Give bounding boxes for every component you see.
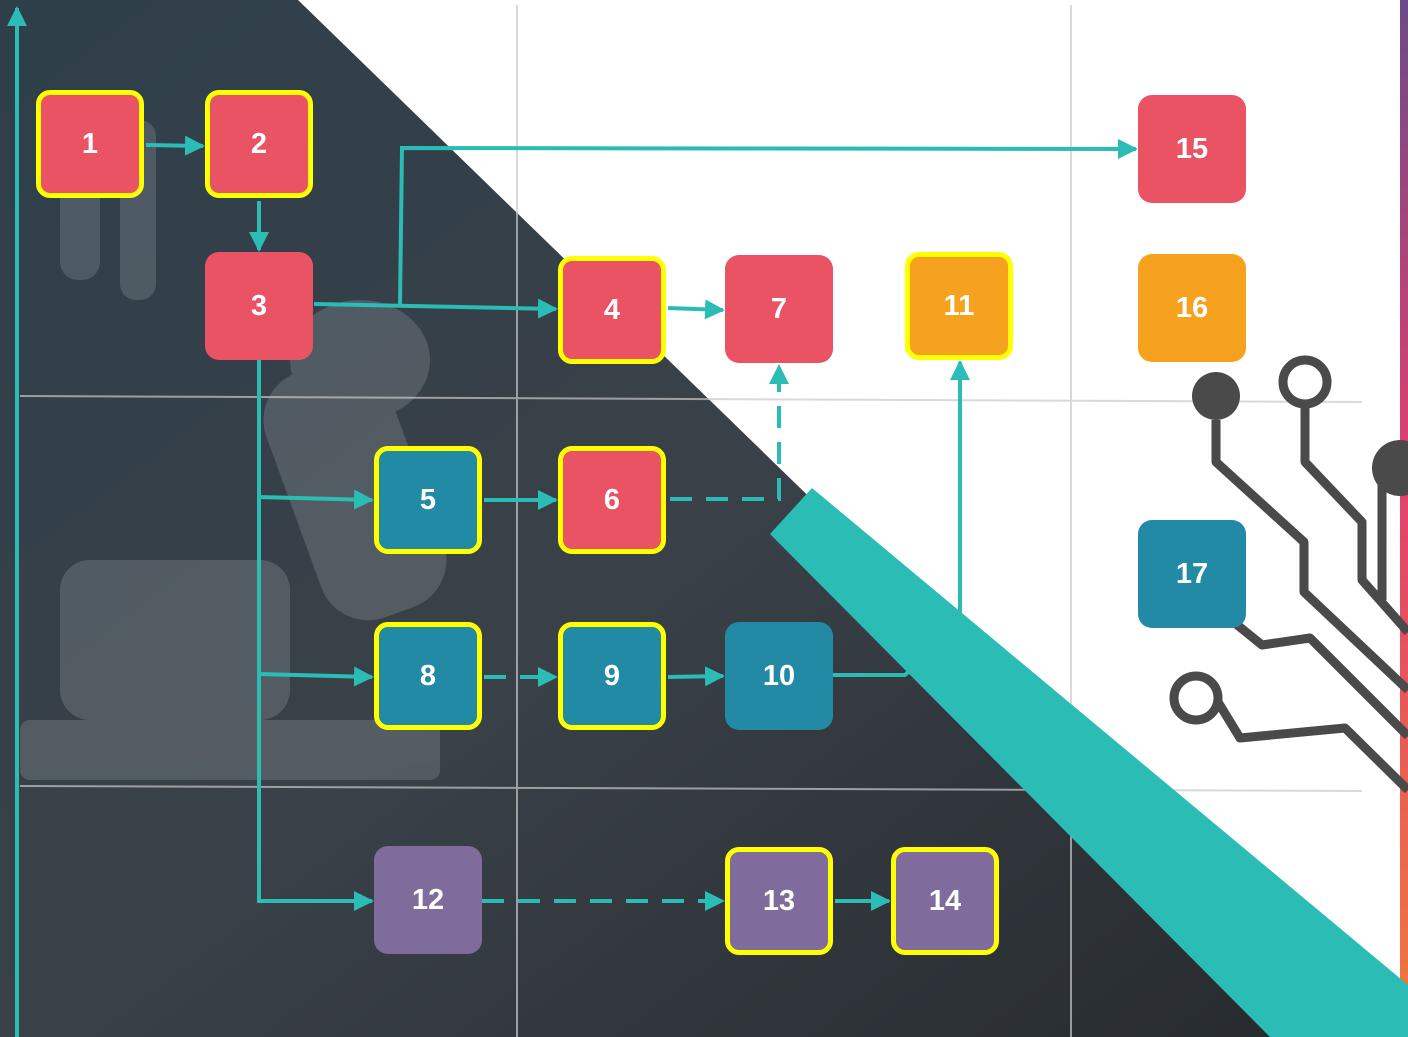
connector-9-to-10 <box>667 666 725 687</box>
node-8: 8 <box>374 622 482 730</box>
node-2-label: 2 <box>250 127 268 160</box>
node-1: 1 <box>36 90 144 198</box>
node-10: 10 <box>725 622 833 730</box>
node-4: 4 <box>558 256 666 364</box>
right-edge-strip <box>1400 0 1408 1037</box>
node-9: 9 <box>558 622 666 730</box>
node-3: 3 <box>205 252 313 360</box>
node-12: 12 <box>374 846 482 954</box>
node-13-label: 13 <box>762 884 796 917</box>
connector-3-to-4 <box>313 298 558 319</box>
connector-3-to-12 <box>257 674 374 911</box>
teal-diagonal-band <box>770 488 1408 1037</box>
connector-6-to-7 <box>670 364 789 501</box>
node-12-label: 12 <box>411 883 445 916</box>
node-1-label: 1 <box>81 127 99 160</box>
node-4-label: 4 <box>603 293 621 326</box>
connector-3-to-15 <box>398 138 1138 305</box>
node-5: 5 <box>374 446 482 554</box>
node-14-label: 14 <box>928 884 962 917</box>
node-16-label: 16 <box>1175 291 1209 324</box>
node-11: 11 <box>905 252 1013 360</box>
node-7: 7 <box>725 255 833 363</box>
node-10-label: 10 <box>762 659 796 692</box>
node-15: 15 <box>1138 95 1246 203</box>
node-6-label: 6 <box>603 483 621 516</box>
node-3-label: 3 <box>250 289 268 322</box>
node-7-label: 7 <box>770 292 788 325</box>
node-16: 16 <box>1138 254 1246 362</box>
node-6: 6 <box>558 446 666 554</box>
node-13: 13 <box>725 847 833 955</box>
connector-4-to-7 <box>667 299 725 320</box>
node-17-label: 17 <box>1175 557 1209 590</box>
node-2: 2 <box>205 90 313 198</box>
node-5-label: 5 <box>419 483 437 516</box>
node-9-label: 9 <box>603 659 621 692</box>
node-15-label: 15 <box>1175 132 1209 165</box>
connector-10-to-11 <box>833 360 970 677</box>
circuit-decoration <box>1169 355 1408 794</box>
node-11-label: 11 <box>943 289 975 322</box>
connector-layer <box>145 135 1138 911</box>
node-14: 14 <box>891 847 999 955</box>
node-17: 17 <box>1138 520 1246 628</box>
connector-1-to-2 <box>145 135 205 156</box>
node-8-label: 8 <box>419 659 437 692</box>
